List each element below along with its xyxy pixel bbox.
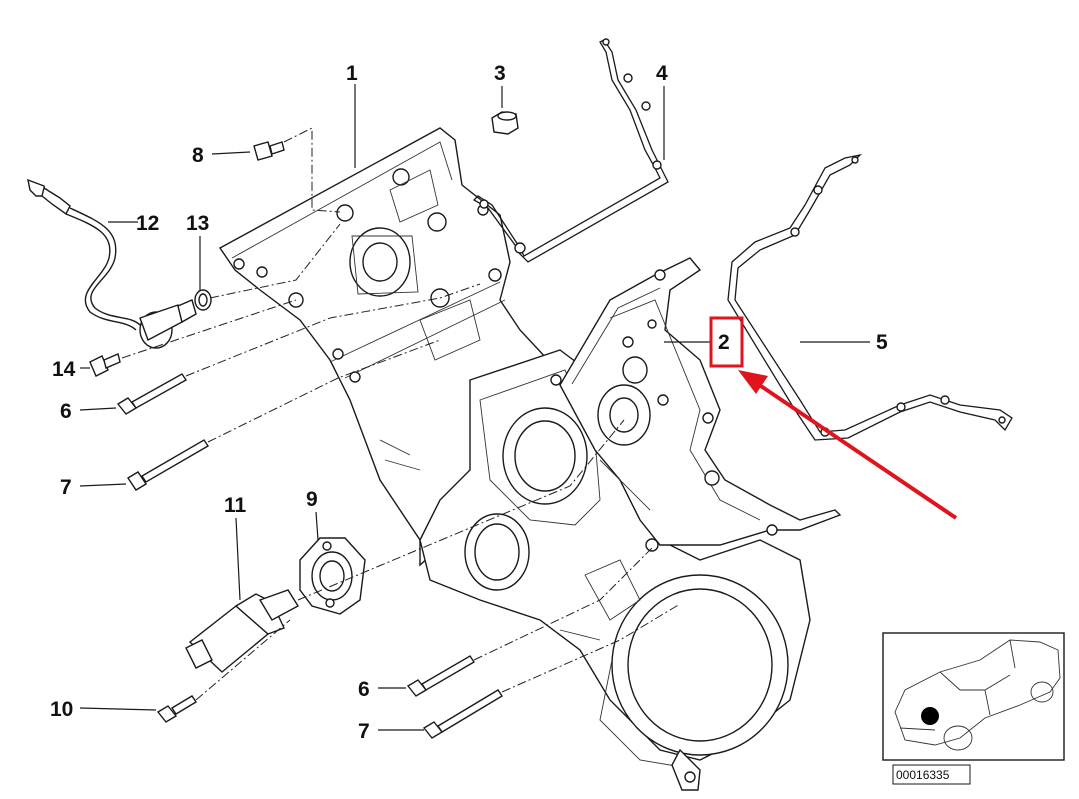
- label-7-upper: 7: [60, 476, 72, 499]
- seal-flange-9: [299, 537, 366, 615]
- dowel-sleeve: [491, 111, 519, 135]
- bolt-10: [156, 695, 197, 723]
- label-9: 9: [306, 488, 318, 511]
- red-arrowhead: [738, 370, 768, 394]
- screw-8: [253, 141, 285, 161]
- highlight-box: [709, 316, 744, 368]
- camshaft-sensor-12: [27, 178, 197, 349]
- label-1: 1: [346, 62, 358, 85]
- label-7-lower: 7: [358, 720, 370, 743]
- label-12: 12: [136, 212, 159, 235]
- label-6-lower: 6: [358, 678, 370, 701]
- part-number-labels: 1 2 3 4 5 6 6 7 7 8 9 10 11 12 13 14: [50, 62, 888, 743]
- bolt-7-upper: [127, 439, 209, 491]
- label-13: 13: [186, 212, 209, 235]
- catalog-number: 00016335: [896, 768, 950, 782]
- leader-lines: [79, 84, 870, 731]
- label-2: 2: [718, 331, 730, 354]
- label-14: 14: [52, 358, 76, 381]
- label-11: 11: [224, 494, 247, 517]
- label-8: 8: [192, 144, 204, 167]
- highlight-annotation: [709, 316, 958, 520]
- vehicle-location-inset: 00016335: [882, 632, 1065, 785]
- bolt-6-lower: [406, 655, 475, 697]
- o-ring-13: [194, 289, 212, 311]
- bolt-6-upper: [116, 373, 188, 415]
- label-10: 10: [50, 698, 73, 721]
- assembly-centerlines: [121, 127, 681, 701]
- label-5: 5: [876, 331, 888, 354]
- front-cover-plate: [550, 257, 842, 546]
- lower-gasket: [727, 153, 1013, 441]
- screw-14: [89, 353, 121, 377]
- label-6-upper: 6: [60, 400, 72, 423]
- bolt-7-lower: [422, 689, 503, 739]
- solenoid-11: [185, 589, 299, 673]
- red-arrow: [750, 378, 958, 520]
- engine-location-dot: [921, 707, 939, 725]
- label-3: 3: [494, 62, 506, 85]
- label-4: 4: [656, 62, 668, 85]
- upper-gasket: [472, 38, 669, 263]
